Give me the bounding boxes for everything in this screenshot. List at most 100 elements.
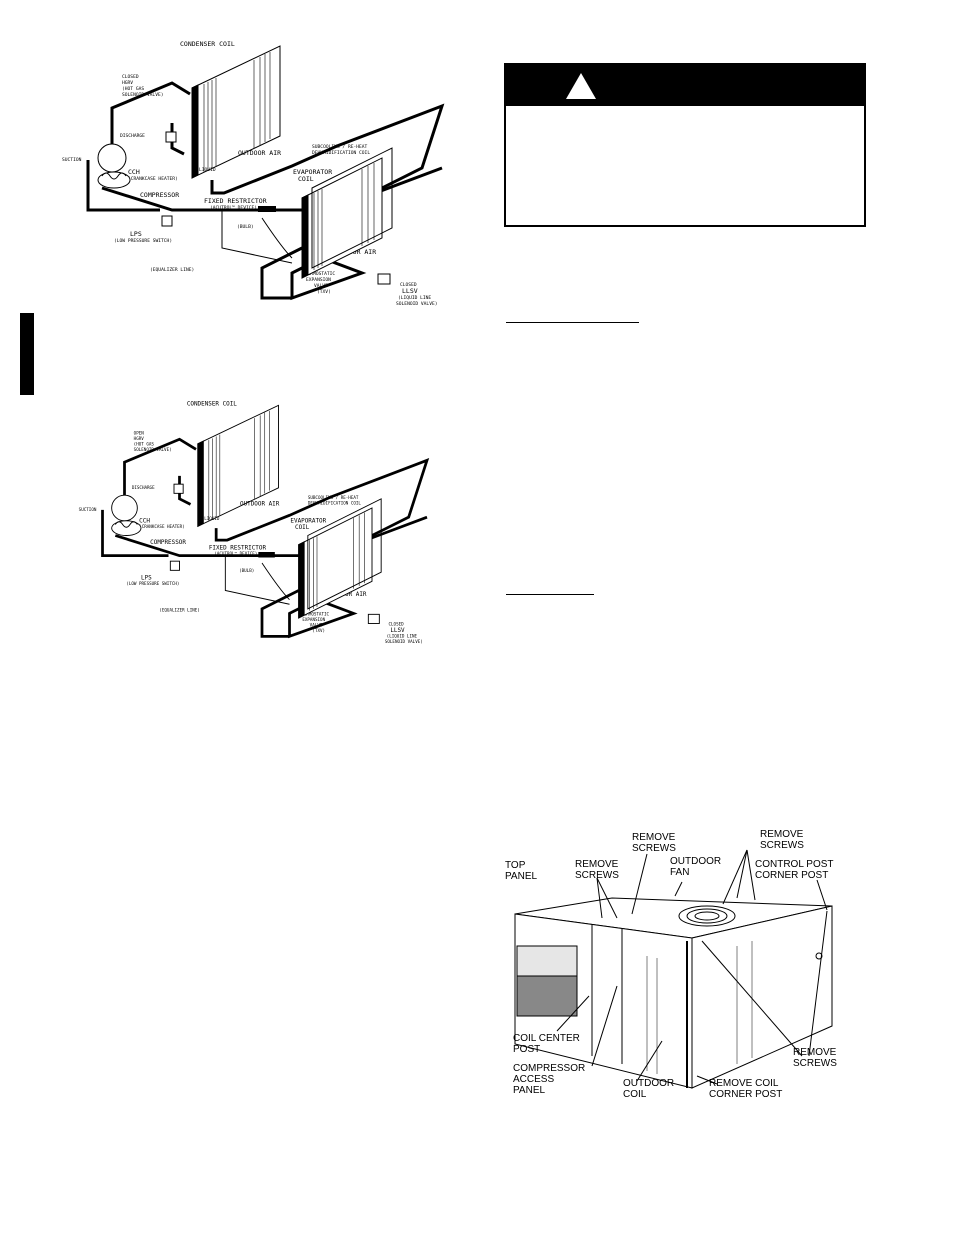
label-outdoor-coil-2: COIL — [623, 1089, 647, 1100]
label-txv-1: THERMOSTATIC — [302, 271, 335, 277]
label-llsv: LLSV — [390, 627, 405, 634]
label-liquid: LIQUID — [199, 167, 216, 173]
label-top-panel-1: TOP — [505, 860, 526, 871]
label-remove-screws-right-1: REMOVE — [793, 1047, 837, 1058]
label-subcooling-1: SUBCOOLING / RE-HEAT — [312, 144, 368, 150]
section-tab-marker — [20, 313, 34, 395]
label-discharge: DISCHARGE — [132, 485, 155, 490]
label-bulb: (BULB) — [237, 224, 254, 230]
label-condenser-coil: CONDENSER COIL — [187, 400, 237, 407]
label-remove-coil-corner-2: CORNER POST — [709, 1089, 782, 1100]
label-evaporator-2: COIL — [298, 175, 314, 183]
label-remove-screws-top-2: SCREWS — [632, 843, 676, 854]
label-outdoor-fan-1: OUTDOOR — [670, 856, 721, 867]
rooftop-unit-svg: REMOVE SCREWS REMOVE SCREWS TOP PANEL RE… — [505, 829, 837, 1100]
warning-triangle-icon — [566, 73, 596, 99]
label-evaporator-1: EVAPORATOR — [290, 518, 326, 525]
label-txv-1: THERMOSTATIC — [299, 611, 330, 616]
label-cch: CCH — [128, 168, 140, 176]
label-hgrv-desc-1: (HOT GAS — [134, 442, 155, 447]
label-remove-screws-top-1: REMOVE — [632, 832, 676, 843]
label-llsv-desc-1: (LIQUID LINE — [398, 295, 431, 301]
label-txv-3: VALVE — [314, 283, 328, 289]
label-acutrol: (ACUTROL™ DEVICE) — [210, 205, 257, 211]
lps-switch-graphic — [161, 215, 173, 227]
label-bulb: (BULB) — [239, 568, 254, 573]
label-fixed-restrictor: FIXED RESTRICTOR — [209, 544, 267, 551]
label-outdoor-air: OUTDOOR AIR — [238, 149, 281, 157]
lps-switch-graphic — [169, 560, 180, 571]
condenser-coil-graphic — [191, 45, 281, 179]
label-cch: CCH — [139, 518, 150, 525]
label-coil-center-post-1: COIL CENTER — [513, 1033, 580, 1044]
label-remove-screws-left-2: SCREWS — [575, 870, 619, 881]
leader-lines — [556, 849, 828, 1085]
label-txv-2: EXPANSION — [306, 277, 331, 283]
label-evaporator-1: EVAPORATOR — [293, 168, 332, 176]
unit-cabinet-graphic — [514, 897, 833, 1089]
label-outdoor-air: OUTDOOR AIR — [240, 500, 280, 507]
label-remove-screws-left-1: REMOVE — [575, 859, 619, 870]
llsv-valve-graphic — [377, 273, 391, 285]
label-txv-3: VALVE — [310, 622, 323, 627]
label-subcooling-2: DEHUMIDIFICATION COIL — [312, 150, 370, 156]
fixed-restrictor-graphic — [258, 206, 276, 212]
label-txv-2: EXPANSION — [302, 617, 325, 622]
label-control-post-2: CORNER POST — [755, 870, 828, 881]
label-txv-4: (TXV) — [317, 289, 331, 295]
label-coil-center-post-2: POST — [513, 1044, 540, 1055]
refrigerant-circuit-diagram-bottom: CONDENSER COIL OPEN HGRV (HOT GAS SOLENO… — [62, 398, 462, 673]
label-compressor: COMPRESSOR — [150, 539, 186, 546]
label-suction: SUCTION — [79, 507, 97, 512]
label-txv-4: (TXV) — [312, 628, 325, 633]
label-outdoor-coil-1: OUTDOOR — [623, 1078, 674, 1089]
section-heading-rule-2 — [506, 594, 594, 595]
fixed-restrictor-graphic — [258, 552, 275, 558]
label-lps-desc: (LOW PRESSURE SWITCH) — [126, 581, 179, 586]
hgrv-valve-graphic — [173, 483, 184, 494]
condenser-coil-graphic — [197, 404, 279, 528]
label-llsv-desc-1: (LIQUID LINE — [387, 633, 418, 638]
label-hgrv: HGRV — [134, 436, 145, 441]
equalizer-line — [224, 555, 290, 605]
section-heading-rule-1 — [506, 322, 639, 323]
refrigerant-lines — [86, 81, 445, 301]
llsv-valve-graphic — [367, 613, 380, 624]
label-acutrol: (ACUTROL™ DEVICE) — [214, 551, 257, 556]
label-lps: LPS — [141, 575, 152, 582]
label-lps-desc: (LOW PRESSURE SWITCH) — [114, 238, 172, 244]
label-top-panel-2: PANEL — [505, 871, 537, 882]
label-cch-desc: (CRANKCASE HEATER) — [139, 524, 185, 529]
label-subcooling-2: DEHUMIDIFICATION COIL — [308, 500, 362, 505]
label-indoor-air: INDOOR AIR — [331, 591, 367, 598]
label-evaporator-2: COIL — [295, 524, 310, 531]
compressor-graphic — [111, 494, 142, 536]
refrigerant-circuit-diagram-top: CONDENSER COIL CLOSED HGRV (HOT GAS SOLE… — [62, 38, 462, 338]
label-lps: LPS — [130, 230, 142, 238]
label-equalizer: (EQUALIZER LINE) — [159, 608, 200, 613]
label-hgrv-state: OPEN — [134, 431, 145, 436]
warning-header-bar — [506, 65, 864, 106]
label-llsv-state: CLOSED — [400, 282, 417, 288]
label-compressor-access-3: PANEL — [513, 1085, 545, 1096]
label-remove-screws-right-top-1: REMOVE — [760, 829, 804, 840]
label-suction: SUCTION — [62, 157, 82, 163]
diagram-bottom-svg: CONDENSER COIL OPEN HGRV (HOT GAS SOLENO… — [79, 400, 430, 644]
label-remove-screws-right-top-2: SCREWS — [760, 840, 804, 851]
label-condenser-coil: CONDENSER COIL — [180, 40, 235, 48]
warning-box — [504, 63, 866, 227]
label-remove-coil-corner-1: REMOVE COIL — [709, 1078, 779, 1089]
label-llsv: LLSV — [402, 287, 418, 295]
label-hgrv-state: CLOSED — [122, 74, 139, 80]
label-control-post-1: CONTROL POST — [755, 859, 834, 870]
label-equalizer: (EQUALIZER LINE) — [150, 267, 194, 273]
label-llsv-state: CLOSED — [389, 621, 405, 626]
label-llsv-desc-2: SOLENOID VALVE) — [385, 639, 423, 644]
hgrv-valve-graphic — [165, 131, 177, 143]
diagram-top-svg: CONDENSER COIL CLOSED HGRV (HOT GAS SOLE… — [62, 40, 445, 307]
label-compressor: COMPRESSOR — [140, 191, 179, 199]
rooftop-unit-figure: REMOVE SCREWS REMOVE SCREWS TOP PANEL RE… — [497, 826, 842, 1102]
label-discharge: DISCHARGE — [120, 133, 145, 139]
label-liquid: LIQUID — [204, 516, 220, 521]
label-compressor-access-1: COMPRESSOR — [513, 1063, 585, 1074]
